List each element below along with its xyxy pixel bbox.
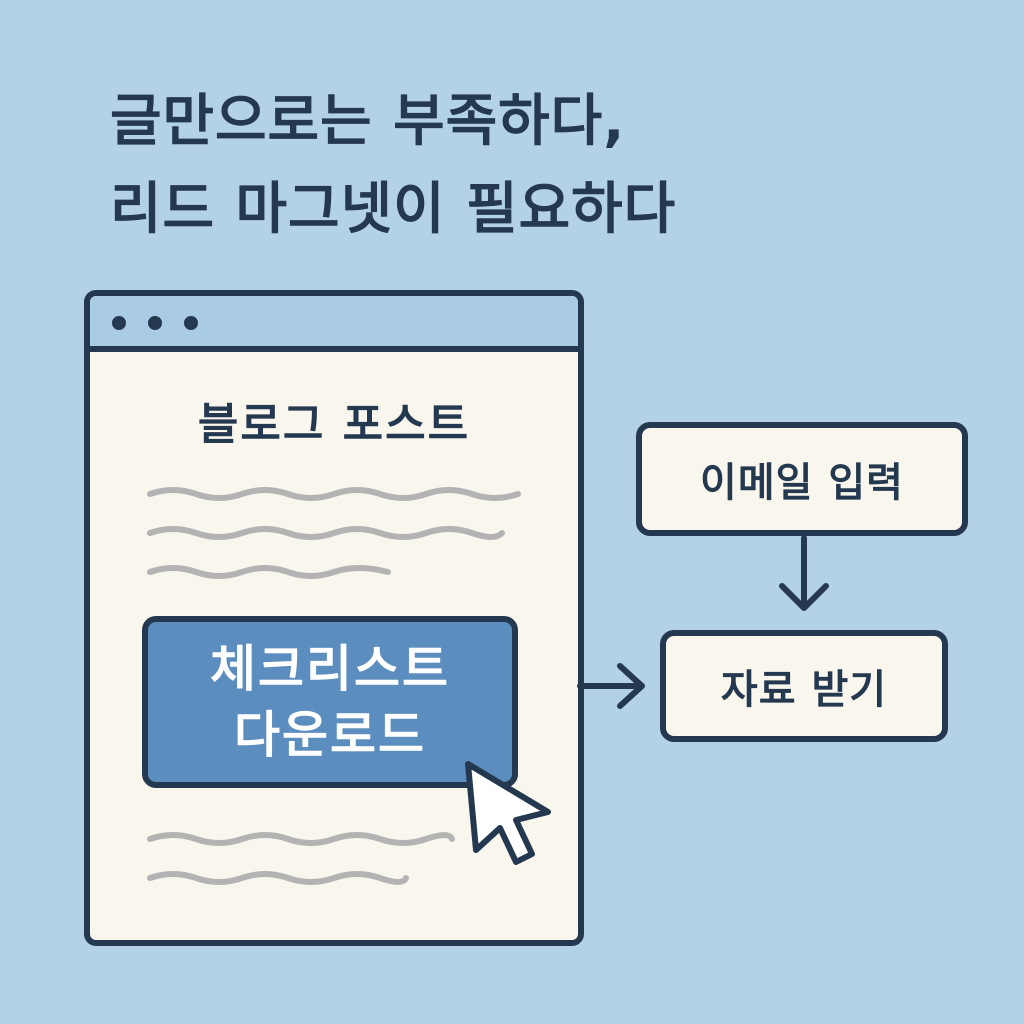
browser-titlebar — [90, 296, 578, 352]
text-line — [147, 871, 409, 885]
text-line — [147, 526, 505, 540]
checklist-download-button[interactable]: 체크리스트 다운로드 — [142, 616, 518, 788]
arrow-right-icon — [577, 663, 645, 709]
headline-line-2: 리드 마그넷이 필요하다 — [110, 177, 677, 242]
browser-window: 블로그 포스트 체크리스트 다운로드 — [84, 290, 584, 946]
email-input-step: 이메일 입력 — [636, 422, 968, 536]
cta-label-line-1: 체크리스트 — [210, 640, 450, 698]
cta-label-line-2: 다운로드 — [234, 706, 426, 764]
headline: 글만으로는 부족하다, 리드 마그넷이 필요하다 — [110, 78, 676, 254]
window-dot-icon — [148, 316, 162, 330]
headline-line-1: 글만으로는 부족하다, — [110, 89, 626, 154]
text-line — [147, 487, 521, 501]
mouse-pointer-icon — [465, 761, 551, 865]
window-dot-icon — [112, 316, 126, 330]
window-dot-icon — [184, 316, 198, 330]
blog-post-title: 블로그 포스트 — [197, 399, 471, 450]
arrow-down-icon — [779, 535, 829, 611]
text-line — [147, 832, 455, 846]
receive-material-step[interactable]: 자료 받기 — [660, 630, 948, 742]
text-line — [147, 565, 391, 579]
